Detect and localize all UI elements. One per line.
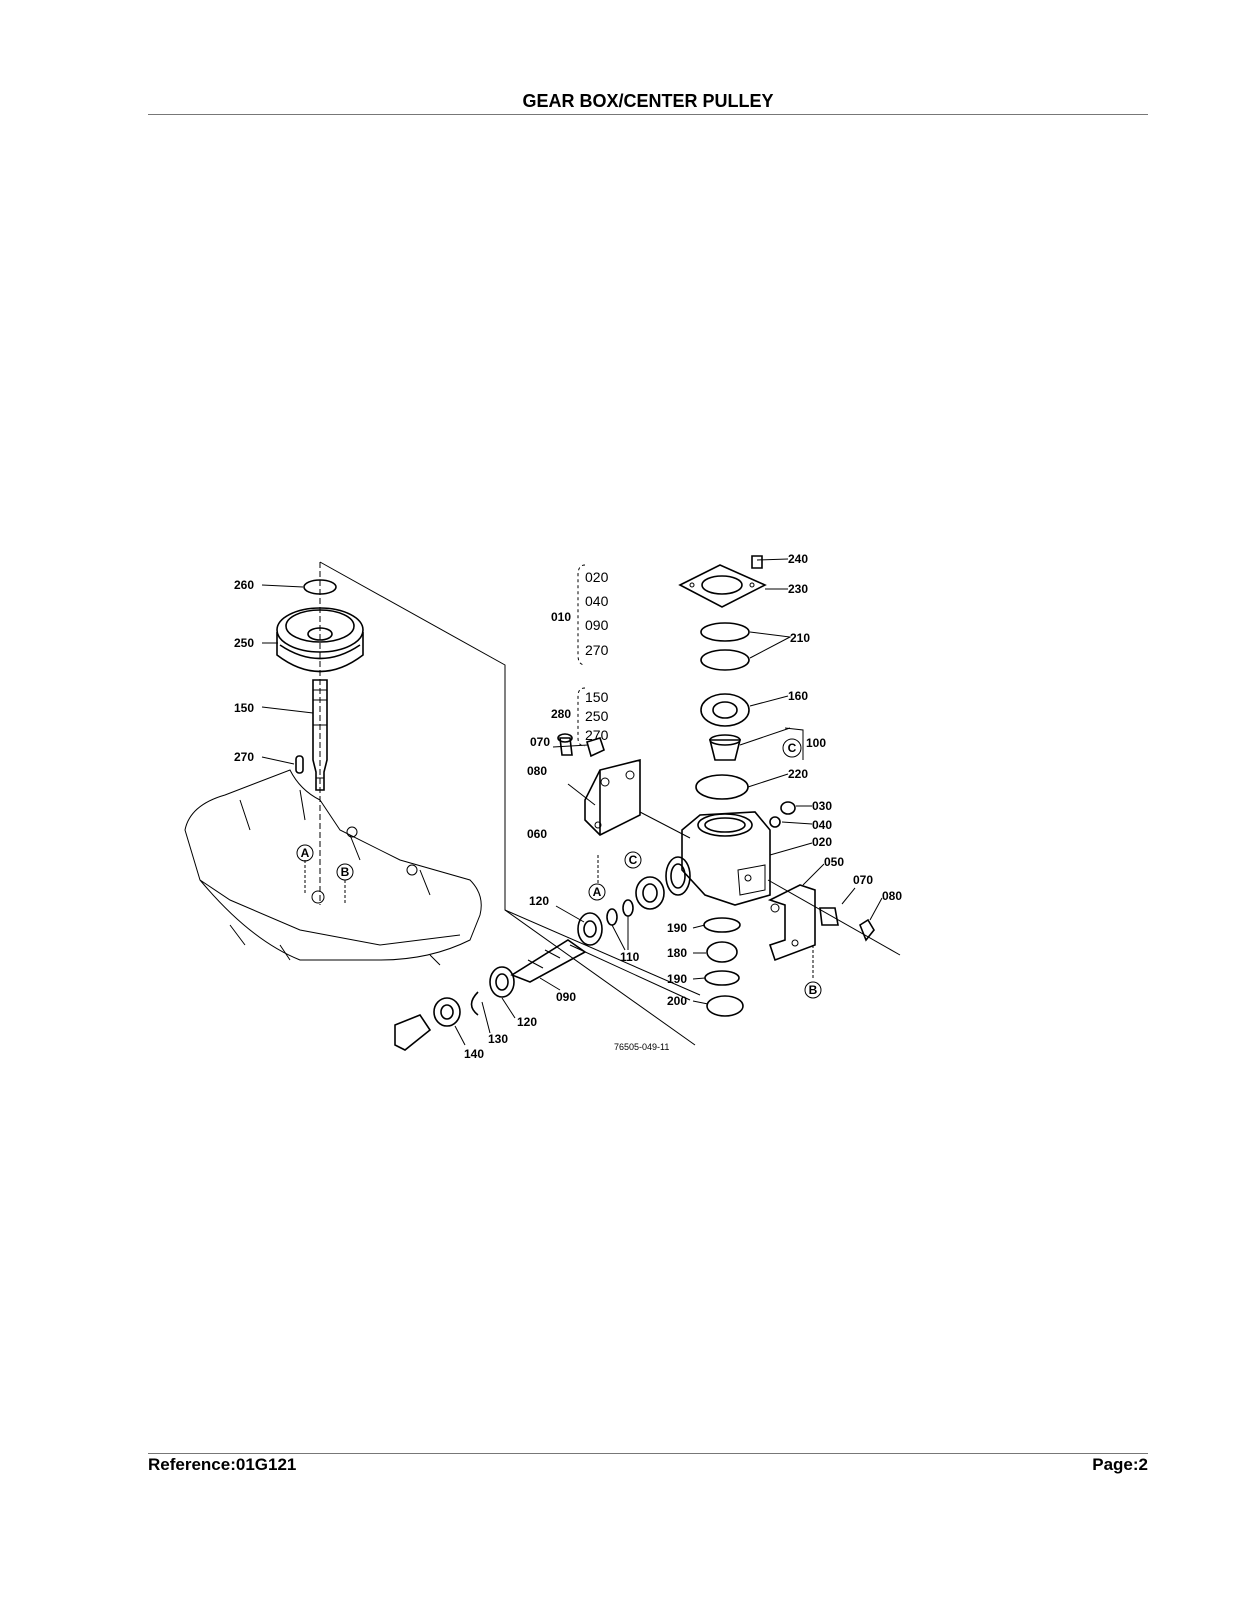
page-title: GEAR BOX/CENTER PULLEY — [522, 91, 774, 111]
label-060: 060 — [527, 827, 547, 841]
pinion-shaft-group — [394, 876, 665, 1051]
label-190-upper: 190 — [667, 921, 687, 935]
callout-a-deck: A — [301, 846, 310, 860]
label-030: 030 — [812, 799, 832, 813]
label-020: 020 — [812, 835, 832, 849]
label-070-right: 070 — [853, 873, 873, 887]
pulley-shaft — [295, 679, 328, 791]
label-130: 130 — [488, 1032, 508, 1046]
callout-c-gear: C — [629, 853, 638, 867]
group-010-item-4: 270 — [585, 642, 609, 658]
callout-markers: A B A C C B — [296, 738, 822, 999]
label-280: 280 — [551, 707, 571, 721]
callout-a-bracket: A — [593, 885, 602, 899]
callout-b-bracket: B — [809, 983, 818, 997]
bottom-stack — [703, 917, 744, 1017]
label-110: 110 — [620, 950, 640, 964]
label-220: 220 — [788, 767, 808, 781]
label-010: 010 — [551, 610, 571, 624]
leader-lines — [261, 558, 883, 1046]
center-pulley — [276, 579, 364, 673]
label-240: 240 — [788, 552, 808, 566]
label-210: 210 — [790, 631, 810, 645]
part-labels: 260 250 150 270 070 080 060 120 110 090 … — [234, 552, 902, 1061]
label-180: 180 — [667, 946, 687, 960]
bracket-050 — [767, 884, 875, 962]
label-270: 270 — [234, 750, 254, 764]
label-190-lower: 190 — [667, 972, 687, 986]
footer-rule — [148, 1453, 1148, 1454]
footer-page: Page:2 — [1092, 1455, 1148, 1474]
top-stack — [678, 555, 767, 800]
label-140: 140 — [464, 1047, 484, 1061]
label-230: 230 — [788, 582, 808, 596]
label-100: 100 — [806, 736, 826, 750]
label-120-upper: 120 — [529, 894, 549, 908]
label-200: 200 — [667, 994, 687, 1008]
label-260: 260 — [234, 578, 254, 592]
group-280-item-3: 270 — [585, 727, 609, 743]
label-250: 250 — [234, 636, 254, 650]
label-090: 090 — [556, 990, 576, 1004]
callout-c-100: C — [788, 741, 797, 755]
label-080-right: 080 — [882, 889, 902, 903]
bracket-060 — [557, 733, 641, 836]
assembly-lines — [319, 561, 901, 1046]
group-280-item-2: 250 — [585, 708, 609, 724]
group-280-item-1: 150 — [585, 689, 609, 705]
gear-case — [665, 811, 771, 906]
label-160: 160 — [788, 689, 808, 703]
callout-b-deck: B — [341, 865, 350, 879]
group-010-item-2: 040 — [585, 593, 609, 609]
group-010-item-3: 090 — [585, 617, 609, 633]
group-280: 280 150 250 270 — [551, 687, 609, 747]
label-070-left: 070 — [530, 735, 550, 749]
group-010-item-1: 020 — [585, 569, 609, 585]
mower-deck — [184, 769, 482, 966]
label-150: 150 — [234, 701, 254, 715]
header-rule — [148, 114, 1148, 115]
label-080-left: 080 — [527, 764, 547, 778]
drawing-code: 76505-049-11 — [614, 1042, 669, 1052]
label-050: 050 — [824, 855, 844, 869]
footer-reference: Reference:01G121 — [148, 1455, 297, 1474]
label-120-lower: 120 — [517, 1015, 537, 1029]
label-040: 040 — [812, 818, 832, 832]
side-bolt — [769, 801, 796, 828]
group-010: 010 020 040 090 270 — [551, 564, 609, 666]
